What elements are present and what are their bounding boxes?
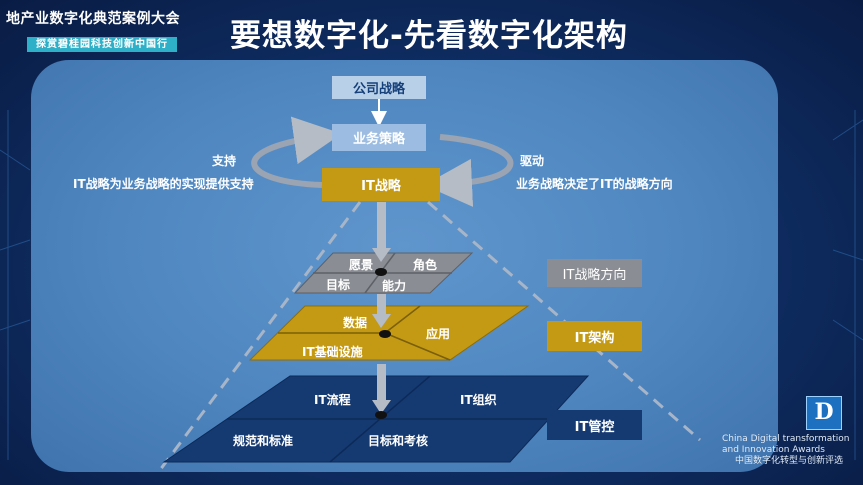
targets-label: 目标和考核 — [368, 434, 429, 448]
data-label: 数据 — [343, 316, 368, 330]
award-line-1: China Digital transformation — [722, 434, 850, 444]
it-governance-side-label: IT管控 — [547, 410, 642, 440]
vision-label: 愿景 — [349, 258, 374, 272]
governance-layer — [162, 375, 590, 463]
role-label: 角色 — [413, 258, 438, 272]
process-label: IT流程 — [314, 393, 351, 407]
business-strategy-box: 业务策略 — [332, 124, 426, 151]
conference-subtitle-badge: 探赏碧桂园科技创新中国行 — [27, 37, 177, 52]
application-label: 应用 — [426, 327, 451, 341]
goal-label: 目标 — [326, 278, 351, 292]
support-cycle-arrow — [251, 116, 342, 188]
organization-label: IT组织 — [460, 393, 497, 407]
capability-label: 能力 — [382, 279, 407, 293]
award-logo: D — [806, 396, 842, 430]
support-title: 支持 — [212, 154, 237, 168]
drive-text: 业务战略决定了IT的战略方向 — [516, 177, 673, 191]
award-line-3: 中国数字化转型与创新评选 — [735, 456, 844, 466]
junction-dots — [375, 268, 391, 419]
vertical-flow-arrows — [372, 202, 391, 414]
drive-cycle-arrow — [424, 134, 514, 207]
it-direction-side-label: IT战略方向 — [547, 259, 642, 287]
drive-title: 驱动 — [520, 154, 545, 168]
conference-title: 地产业数字化典范案例大会 — [6, 11, 180, 27]
award-line-2: and Innovation Awards — [722, 445, 825, 455]
page-title: 要想数字化-先看数字化架构 — [230, 18, 628, 54]
support-text: IT战略为业务战略的实现提供支持 — [73, 177, 254, 191]
it-architecture-side-label: IT架构 — [547, 321, 642, 351]
standards-label: 规范和标准 — [233, 434, 294, 448]
it-strategy-box: IT战略 — [322, 168, 440, 201]
company-strategy-box: 公司战略 — [332, 76, 426, 99]
infrastructure-label: IT基础设施 — [302, 345, 363, 359]
